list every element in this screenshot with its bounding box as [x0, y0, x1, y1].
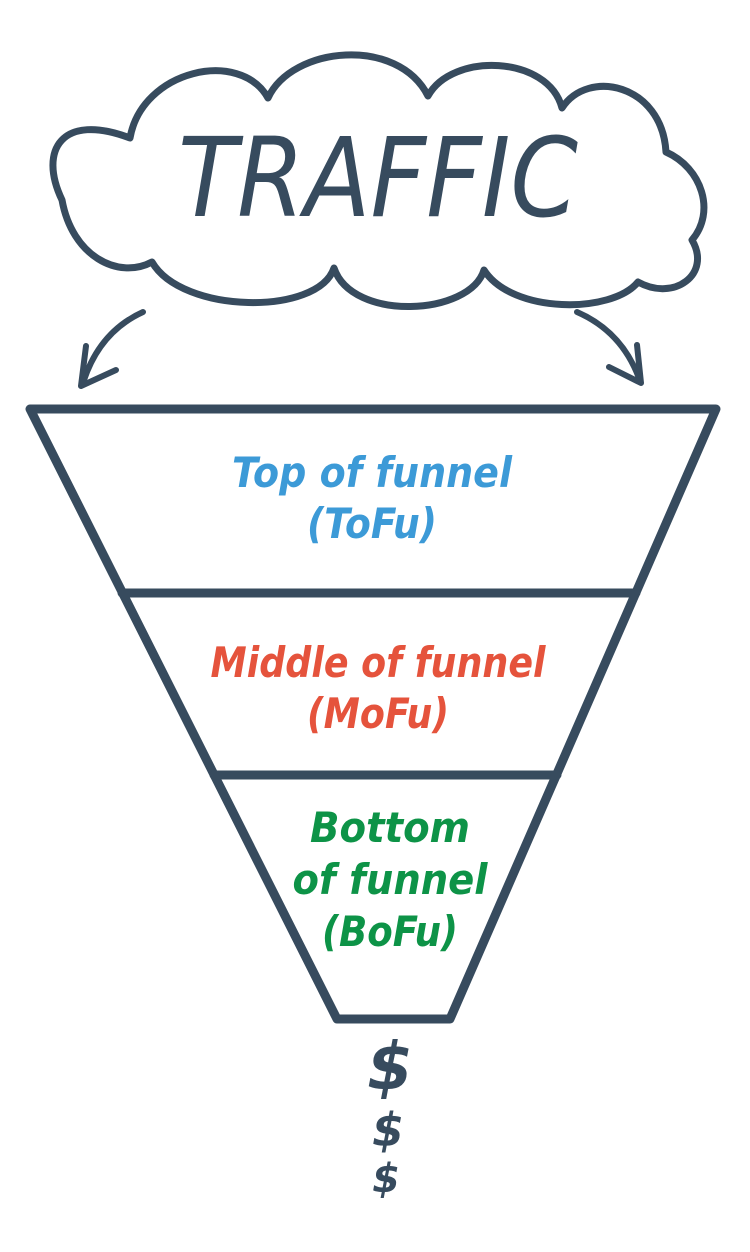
dollar-sign-medium: $: [372, 1103, 404, 1157]
section-bofu: Bottom of funnel (BoFu): [293, 803, 489, 956]
section-tofu: Top of funnel (ToFu): [232, 448, 513, 548]
bofu-label-line2: of funnel: [293, 855, 489, 904]
dollar-sign-small: $: [372, 1156, 400, 1202]
bofu-label-line1: Bottom: [310, 803, 470, 852]
section-mofu: Middle of funnel (MoFu): [211, 638, 547, 738]
traffic-label: TRAFFIC: [178, 114, 578, 242]
mofu-label-line2: (MoFu): [307, 689, 449, 738]
mofu-label-line1: Middle of funnel: [211, 638, 547, 687]
dollar-sign-large: $: [367, 1028, 413, 1105]
left-arrow-icon: [78, 309, 146, 389]
tofu-label-line2: (ToFu): [307, 499, 437, 548]
bofu-label-line3: (BoFu): [322, 907, 458, 956]
traffic-cloud: [49, 51, 708, 310]
tofu-label-line1: Top of funnel: [232, 448, 513, 497]
right-arrow-icon: [574, 309, 644, 386]
funnel-outline: [25, 404, 721, 1024]
